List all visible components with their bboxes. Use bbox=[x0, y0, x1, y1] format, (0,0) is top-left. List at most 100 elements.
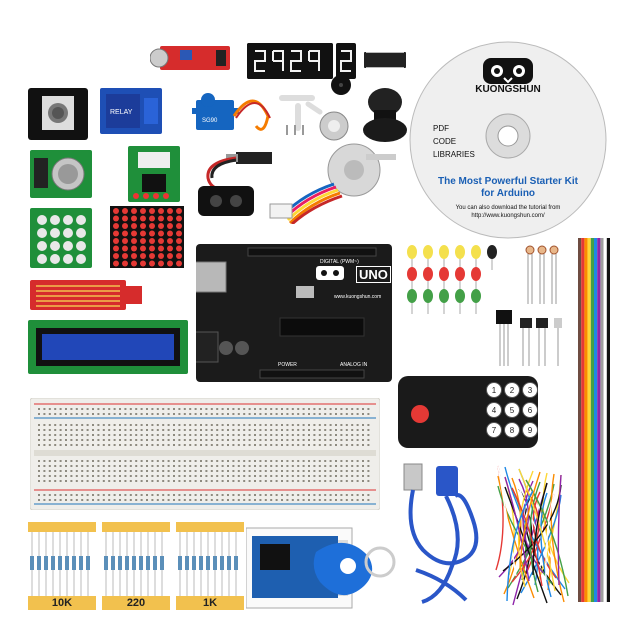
breadboard-hole bbox=[189, 413, 192, 415]
breadboard-hole bbox=[189, 465, 192, 467]
breadboard-hole bbox=[340, 470, 343, 472]
breadboard-hole bbox=[205, 499, 208, 501]
breadboard-hole bbox=[194, 494, 197, 496]
breadboard-hole bbox=[151, 424, 154, 426]
matrix-dot bbox=[131, 230, 137, 237]
breadboard-hole bbox=[264, 424, 267, 426]
breadboard-hole bbox=[259, 424, 262, 426]
breadboard-hole bbox=[254, 480, 256, 482]
breadboard-hole bbox=[329, 439, 332, 441]
matrix-dot bbox=[131, 215, 137, 222]
breadboard-hole bbox=[264, 465, 267, 467]
breadboard-hole bbox=[97, 413, 100, 415]
breadboard-hole bbox=[308, 413, 310, 415]
breadboard-hole bbox=[324, 475, 327, 477]
breadboard-hole bbox=[92, 413, 94, 415]
breadboard-hole bbox=[92, 439, 94, 441]
breadboard-hole bbox=[281, 465, 283, 467]
breadboard-hole bbox=[345, 480, 348, 482]
breadboard-hole bbox=[173, 439, 175, 441]
breadboard-hole bbox=[291, 434, 294, 436]
breadboard-hole bbox=[340, 460, 343, 462]
remote-key[interactable]: 4 bbox=[486, 402, 502, 418]
breadboard-hole bbox=[189, 480, 192, 482]
remote-key[interactable]: 7 bbox=[486, 422, 502, 438]
breadboard-hole bbox=[297, 460, 300, 462]
breadboard-hole bbox=[362, 408, 364, 410]
breadboard-hole bbox=[281, 470, 283, 472]
breadboard-hole bbox=[356, 475, 359, 477]
matrix-dot bbox=[131, 253, 137, 259]
breadboard-hole bbox=[351, 494, 354, 496]
remote-key[interactable]: 5 bbox=[504, 402, 520, 418]
breadboard-hole bbox=[97, 460, 100, 462]
breadboard-hole bbox=[302, 429, 305, 431]
breadboard-hole bbox=[86, 470, 89, 472]
tilt-sensor bbox=[316, 108, 352, 144]
breadboard-hole bbox=[140, 439, 143, 441]
breadboard-hole bbox=[345, 460, 348, 462]
breadboard-hole bbox=[81, 499, 84, 501]
led bbox=[407, 267, 417, 281]
breadboard-hole bbox=[313, 434, 316, 436]
remote-key[interactable]: 8 bbox=[504, 422, 520, 438]
matrix-dot bbox=[131, 238, 137, 244]
breadboard-hole bbox=[324, 494, 327, 496]
breadboard-hole bbox=[351, 465, 354, 467]
breadboard-hole bbox=[92, 499, 94, 501]
breadboard-hole bbox=[313, 499, 316, 501]
matrix-dot bbox=[140, 260, 146, 267]
stepper-motor bbox=[262, 140, 402, 226]
breadboard-hole bbox=[275, 475, 278, 477]
breadboard-hole bbox=[194, 499, 197, 501]
breadboard-hole bbox=[210, 470, 213, 472]
breadboard-hole bbox=[210, 465, 213, 467]
breadboard-hole bbox=[318, 460, 321, 462]
breadboard-hole bbox=[97, 408, 100, 410]
breadboard-hole bbox=[264, 439, 267, 441]
breadboard-hole bbox=[48, 424, 51, 426]
breadboard-hole bbox=[264, 413, 267, 415]
breadboard-hole bbox=[210, 439, 213, 441]
matrix-dot bbox=[113, 238, 119, 244]
breadboard-hole bbox=[216, 494, 219, 496]
breadboard-hole bbox=[65, 413, 67, 415]
breadboard-hole bbox=[70, 460, 73, 462]
remote-key[interactable]: 2 bbox=[504, 382, 520, 398]
breadboard-hole bbox=[156, 460, 159, 462]
breadboard-hole bbox=[65, 444, 67, 446]
remote-key[interactable]: 1 bbox=[486, 382, 502, 398]
matrix-dot bbox=[176, 208, 182, 214]
breadboard-hole bbox=[291, 475, 294, 477]
breadboard-hole bbox=[119, 429, 121, 431]
breadboard-hole bbox=[291, 429, 294, 431]
breadboard-hole bbox=[356, 494, 359, 496]
breadboard-hole bbox=[259, 413, 262, 415]
breadboard-hole bbox=[264, 460, 267, 462]
breadboard-hole bbox=[367, 434, 370, 436]
resistor-body bbox=[146, 556, 150, 570]
breadboard-hole bbox=[237, 424, 240, 426]
breadboard-hole bbox=[313, 429, 316, 431]
breadboard-hole bbox=[200, 408, 202, 410]
breadboard-hole bbox=[146, 480, 148, 482]
breadboard-hole bbox=[108, 499, 111, 501]
breadboard-hole bbox=[259, 470, 262, 472]
breadboard-hole bbox=[151, 434, 154, 436]
breadboard-hole bbox=[216, 434, 219, 436]
breadboard-hole bbox=[59, 470, 62, 472]
matrix-dot bbox=[167, 245, 173, 252]
breadboard-hole bbox=[38, 460, 40, 462]
breadboard-hole bbox=[48, 408, 51, 410]
remote-key[interactable]: 3 bbox=[522, 382, 538, 398]
breadboard-hole bbox=[270, 470, 273, 472]
led bbox=[439, 267, 449, 281]
remote-key[interactable]: 9 bbox=[522, 422, 538, 438]
breadboard-hole bbox=[183, 499, 186, 501]
breadboard-hole bbox=[102, 494, 105, 496]
breadboard-hole bbox=[356, 460, 359, 462]
breadboard-hole bbox=[275, 470, 278, 472]
cd-brand: KUONGSHUN bbox=[475, 84, 541, 95]
jumper-wire bbox=[506, 490, 534, 602]
remote-key[interactable]: 6 bbox=[522, 402, 538, 418]
